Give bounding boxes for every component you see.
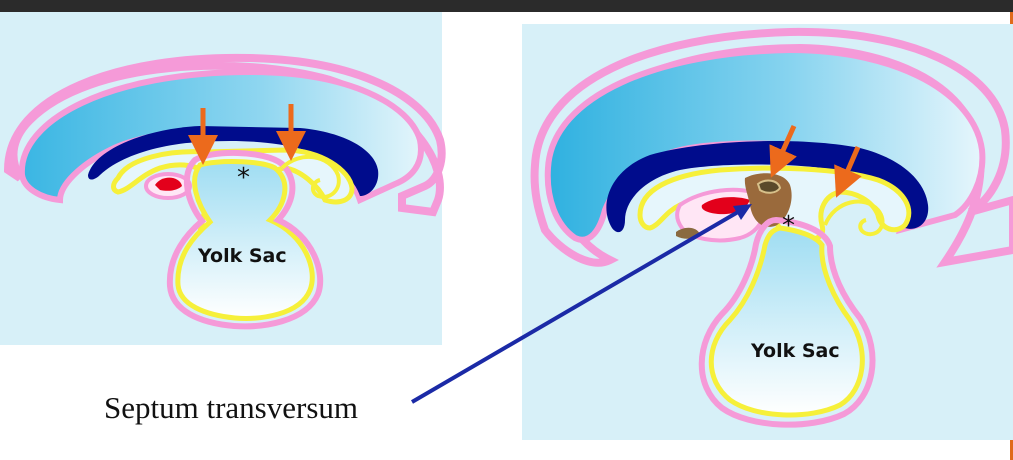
right-dark-blue-layer <box>606 140 929 233</box>
septum-transversum-label: Septum transversum <box>104 390 358 425</box>
top-border-band <box>0 0 1013 12</box>
pointer-arrow-icon <box>410 204 752 404</box>
right-embryo-panel: Yolk Sac * <box>522 24 1013 440</box>
left-yolk-sac-outline <box>166 150 324 330</box>
left-yolk-sac-label: Yolk Sac <box>197 245 287 267</box>
left-amniotic-cavity <box>18 68 424 205</box>
left-asterisk-marker: * <box>237 163 250 193</box>
right-yolk-sac <box>708 225 865 418</box>
left-amnion-outer <box>3 53 446 217</box>
right-asterisk-marker: * <box>782 211 795 241</box>
left-heart <box>155 177 182 191</box>
septum-transversum-detail <box>756 179 782 194</box>
left-yolk-sac <box>175 159 315 321</box>
right-tail-fold <box>823 199 885 237</box>
right-arrow-down-icon-2 <box>834 146 862 198</box>
right-arrow-down-icon-1 <box>769 124 797 178</box>
right-yolk-sac-outline <box>698 216 876 428</box>
right-yolk-sac-label: Yolk Sac <box>750 340 840 362</box>
left-embryo-panel: Yolk Sac * <box>0 12 446 345</box>
left-tail-fold <box>280 154 341 199</box>
